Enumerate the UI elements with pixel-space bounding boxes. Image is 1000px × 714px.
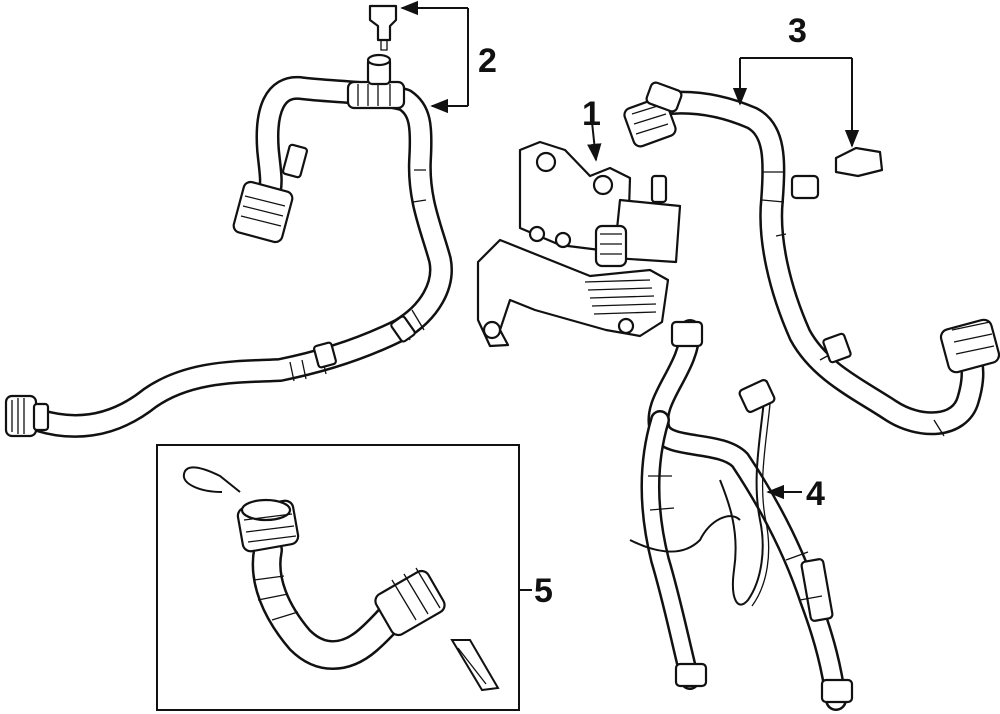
callout-5: 5 [534, 572, 553, 610]
callout-4: 4 [806, 475, 825, 513]
leader-1 [587, 121, 602, 162]
callout-3: 3 [788, 12, 807, 50]
part-5-box [156, 444, 520, 711]
callout-1: 1 [582, 95, 601, 133]
callout-2: 2 [478, 42, 497, 80]
part-4-tube-assembly [629, 319, 854, 711]
leader-lines [400, 0, 860, 591]
part-3-hose-assembly [623, 81, 1000, 437]
part-5-hose-kit [156, 444, 520, 711]
part-1-cooler [476, 140, 682, 348]
part-2-hose-assembly [4, 4, 453, 438]
